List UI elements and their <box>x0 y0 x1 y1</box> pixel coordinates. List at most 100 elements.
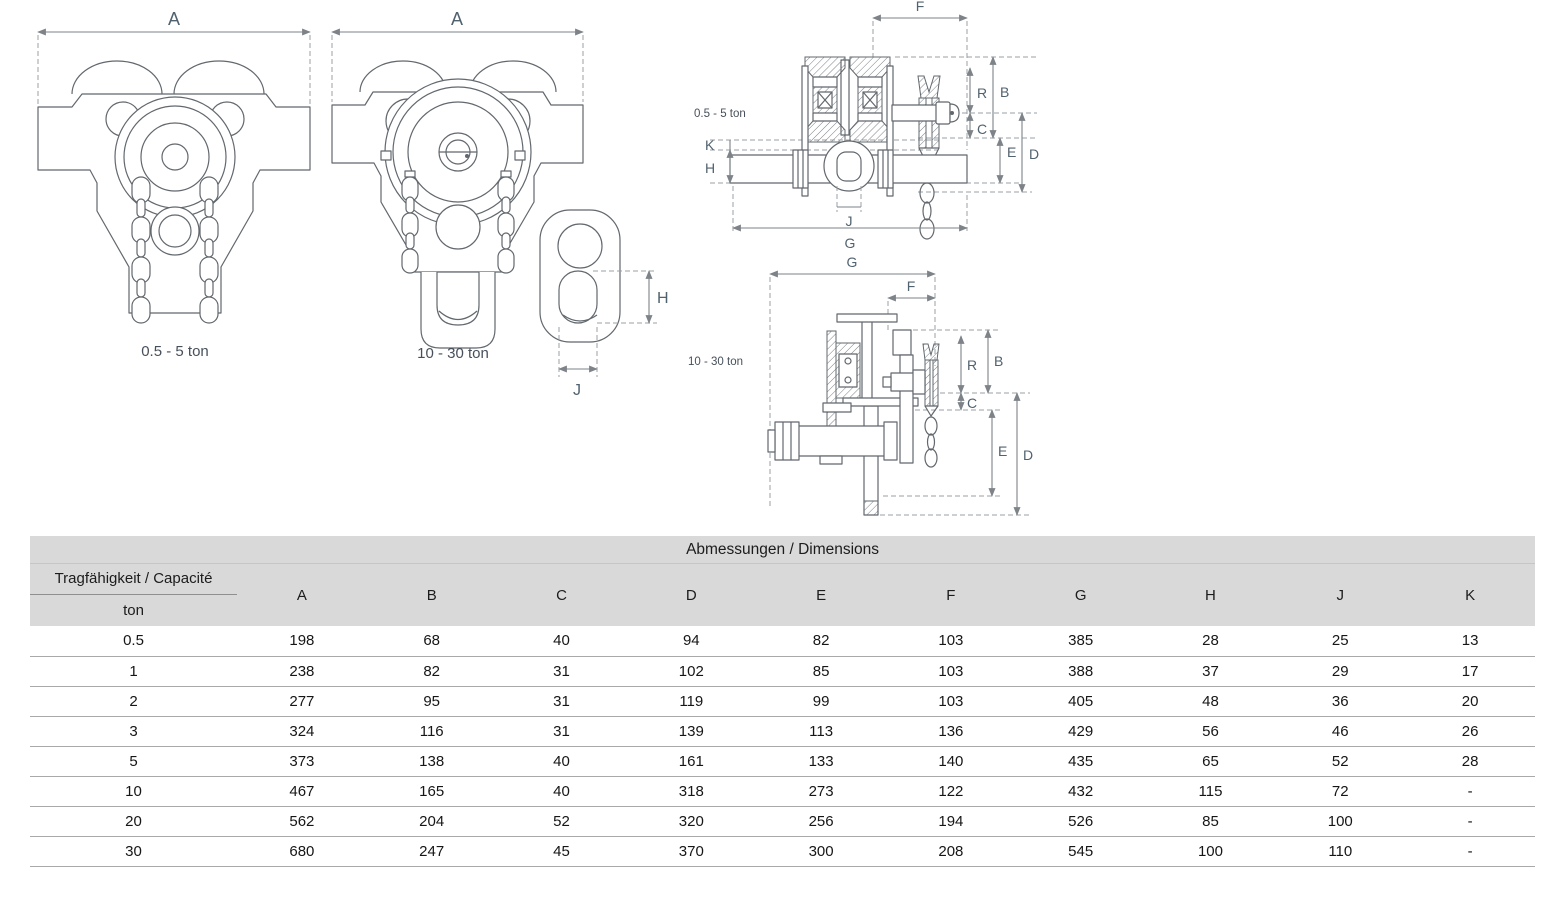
dim-label-j: J <box>846 213 853 229</box>
capacity-header-line2: ton <box>123 602 144 619</box>
dimension-cell: 102 <box>678 662 704 680</box>
dim-label-r: R <box>977 85 987 101</box>
dimension-cell: 68 <box>423 632 441 650</box>
column-header-d: D <box>626 563 757 626</box>
trolley-section <box>767 313 940 516</box>
dimension-cell: 28 <box>1202 632 1219 650</box>
capacity-cell: 2 <box>129 692 138 710</box>
dimension-cell: 161 <box>678 752 704 770</box>
dimension-cell: 94 <box>682 632 700 650</box>
dimension-cell: 370 <box>678 842 704 860</box>
dim-label-c: C <box>967 395 977 411</box>
side-view-large-trolley-drawing: 10 - 30 ton <box>688 254 1033 516</box>
dim-label-c: C <box>977 121 987 137</box>
dim-label-e: E <box>998 443 1007 459</box>
column-header-c: C <box>496 563 627 626</box>
dim-label-g: G <box>845 235 856 251</box>
dimension-cell: 37 <box>1202 662 1219 680</box>
dimension-cell: 136 <box>938 722 964 740</box>
dim-label-f: F <box>907 278 916 294</box>
dimension-cell: 31 <box>553 722 570 740</box>
dimension-cell: 28 <box>1461 752 1479 770</box>
dim-label-j: J <box>573 382 581 399</box>
dimension-cell: 318 <box>678 782 704 800</box>
capacity-cell: 30 <box>125 842 142 860</box>
dimension-lines: G F R B C E D <box>769 254 1033 516</box>
dimension-cell: 20 <box>1461 692 1479 710</box>
side-view-small-trolley-drawing: 0.5 - 5 ton <box>694 0 1039 251</box>
clevis-lug <box>420 271 496 349</box>
dimension-cell: 320 <box>678 812 704 830</box>
dimension-cell: 25 <box>1331 632 1349 650</box>
adjuster-chains <box>401 170 515 274</box>
dimension-cell: 247 <box>419 842 445 860</box>
column-header-h: H <box>1145 563 1276 626</box>
side-large-caption: 10 - 30 ton <box>688 356 743 368</box>
dimension-cell: 31 <box>553 692 570 710</box>
dimension-cell: 385 <box>1068 632 1094 650</box>
capacity-header-line1: Tragfähigkeit / Capacité <box>30 564 237 595</box>
dimension-cell: 256 <box>808 812 834 830</box>
dim-label-k: K <box>705 137 715 153</box>
dimension-cell: 388 <box>1068 662 1094 680</box>
dimension-cell: 435 <box>1068 752 1094 770</box>
dim-label-d: D <box>1023 447 1033 463</box>
capacity-cell: 10 <box>125 782 142 800</box>
dimension-cell: 17 <box>1461 662 1479 680</box>
dim-label-b: B <box>1000 84 1009 100</box>
dim-label-f: F <box>916 0 925 14</box>
dimension-cell: 300 <box>808 842 834 860</box>
dimension-cell: 562 <box>289 812 315 830</box>
dimension-lines: F R B C E D K H J G <box>705 0 1039 251</box>
technical-drawings: A <box>37 0 1040 516</box>
dimensions-table-section: Abmessungen / Dimensions Tragfähigkeit /… <box>30 536 1536 867</box>
dimension-cell: - <box>1467 842 1473 860</box>
dim-label-a: A <box>451 9 463 29</box>
dimension-cell: 103 <box>938 662 964 680</box>
trolley-body <box>331 60 584 273</box>
capacity-cell: 1 <box>129 662 138 680</box>
dimension-cell: 65 <box>1202 752 1219 770</box>
dim-label-b: B <box>994 353 1003 369</box>
capacity-header: Tragfähigkeit / Capacité ton <box>30 563 237 626</box>
dimension-cell: 324 <box>289 722 315 740</box>
dimension-cell: 545 <box>1068 842 1094 860</box>
capacity-cell: 0.5 <box>123 632 144 650</box>
table-title: Abmessungen / Dimensions <box>30 536 1536 564</box>
dimension-cell: 13 <box>1461 632 1479 650</box>
dimension-cell: 467 <box>289 782 315 800</box>
dimension-cell: 85 <box>812 662 830 680</box>
capacity-cell: 20 <box>125 812 142 830</box>
dimension-cell: 432 <box>1068 782 1094 800</box>
hand-chains <box>131 176 219 324</box>
dimension-cell: 122 <box>938 782 964 800</box>
dimension-cell: 110 <box>1328 842 1353 860</box>
dimension-cell: 373 <box>289 752 315 770</box>
front-small-caption: 0.5 - 5 ton <box>141 343 209 360</box>
dimension-cell: 138 <box>419 752 445 770</box>
dimension-cell: 429 <box>1068 722 1094 740</box>
dimension-cell: 72 <box>1331 782 1349 800</box>
column-header-j: J <box>1275 563 1406 626</box>
dimension-cell: 405 <box>1068 692 1094 710</box>
capacity-cell: 5 <box>129 752 138 770</box>
dimension-cell: 139 <box>678 722 704 740</box>
dimension-cell: 40 <box>553 752 570 770</box>
front-large-caption: 10 - 30 ton <box>417 345 489 362</box>
dim-label-e: E <box>1007 144 1016 160</box>
side-small-caption: 0.5 - 5 ton <box>694 108 746 120</box>
dimension-cell: 48 <box>1202 692 1219 710</box>
dimension-cell: 95 <box>423 692 441 710</box>
column-header-k: K <box>1405 563 1536 626</box>
dimension-cell: 113 <box>809 722 834 740</box>
dimension-cell: 100 <box>1197 842 1223 860</box>
dimension-cell: 526 <box>1068 812 1094 830</box>
dimension-cell: 29 <box>1331 662 1349 680</box>
dimension-cell: 45 <box>553 842 570 860</box>
dimension-cell: 133 <box>808 752 834 770</box>
